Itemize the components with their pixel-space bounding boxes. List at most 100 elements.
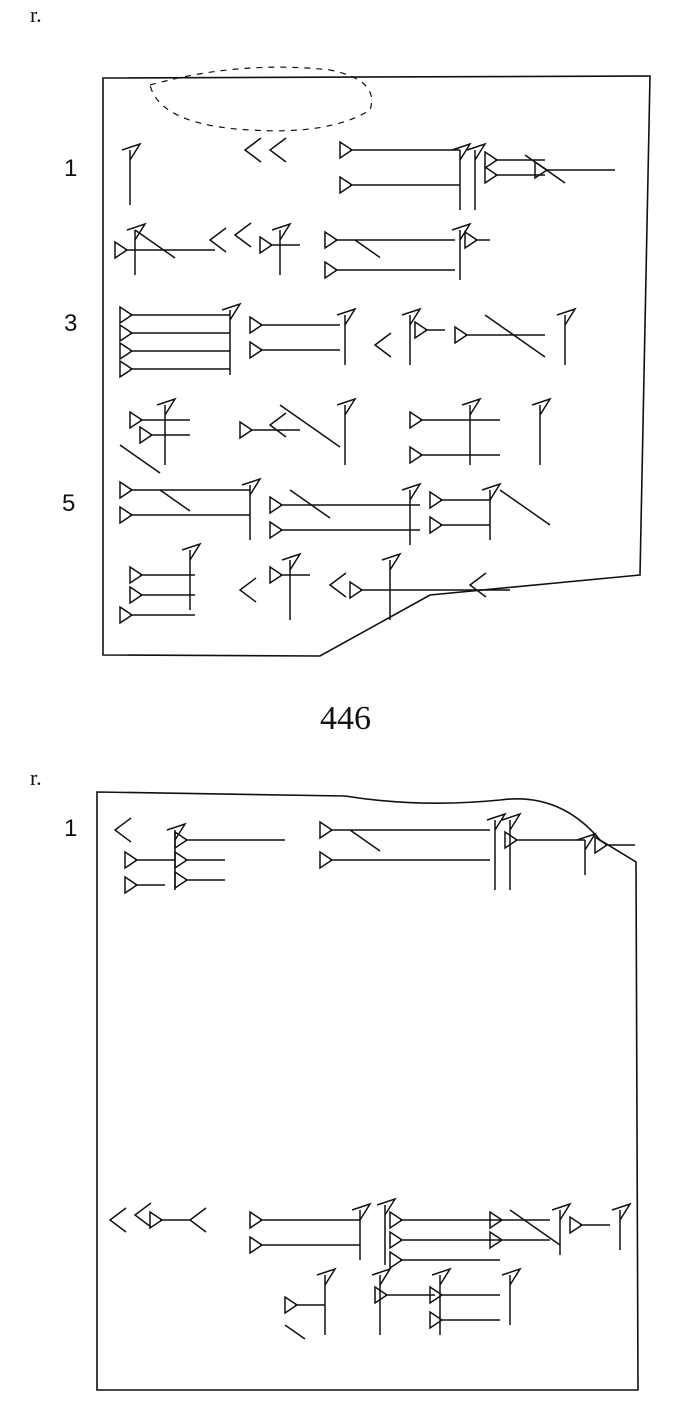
wedge [181, 542, 202, 610]
wedge [269, 565, 310, 585]
wedge [156, 397, 177, 465]
wedge [174, 830, 285, 850]
wedge [119, 341, 230, 361]
line-number: 1 [64, 155, 78, 182]
wedge [259, 235, 300, 255]
wedge [328, 572, 347, 598]
wedge [501, 1267, 522, 1325]
wedge [451, 222, 472, 280]
wedge [139, 425, 190, 445]
wedge [504, 830, 585, 850]
wedge [414, 320, 445, 340]
wedge [119, 305, 230, 325]
wedge [339, 175, 460, 195]
tablet-2-outline [96, 791, 639, 1391]
damaged-area [149, 66, 373, 132]
wedge [429, 1285, 500, 1305]
wedge [249, 1210, 360, 1230]
wedge [289, 489, 331, 519]
wedge [133, 1202, 152, 1228]
wedge [389, 1230, 500, 1250]
wedge [351, 1202, 372, 1260]
wedge [134, 229, 176, 259]
wedge [464, 230, 490, 250]
wedge [324, 260, 455, 280]
wedge [124, 875, 165, 895]
wedge [119, 359, 230, 379]
wedge [486, 812, 507, 890]
wedge [324, 230, 455, 250]
wedge [249, 1235, 360, 1255]
wedge [119, 444, 161, 474]
wedge [484, 314, 546, 358]
wedge [409, 445, 500, 465]
wedge [509, 1209, 561, 1246]
wedge [374, 1285, 435, 1305]
wedge [159, 489, 191, 512]
wedge [551, 1202, 572, 1255]
wedge [389, 1250, 500, 1270]
line-number: 3 [64, 310, 78, 337]
wedge [373, 332, 392, 358]
wedge [371, 1267, 392, 1335]
wedge [409, 410, 500, 430]
wedge [149, 1210, 190, 1230]
line-number: 1 [64, 815, 78, 842]
wedge [114, 240, 215, 260]
wedge [401, 307, 422, 365]
side-label-reverse: r. [30, 765, 42, 790]
wedge [534, 160, 615, 180]
text-number: 446 [320, 700, 371, 737]
wedge [113, 817, 132, 843]
wedge [349, 580, 510, 600]
wedge [119, 505, 250, 525]
wedge [481, 482, 502, 540]
wedge [241, 477, 262, 540]
wedge [284, 1324, 306, 1340]
wedge [269, 520, 420, 540]
wedge [124, 850, 175, 870]
wedge [556, 307, 577, 365]
wedge [484, 165, 545, 185]
wedge [461, 397, 482, 465]
wedge [594, 835, 635, 855]
wedge [243, 137, 262, 163]
wedge [129, 410, 190, 430]
wedge [121, 142, 142, 205]
wedge [129, 585, 195, 605]
wedge [336, 397, 357, 465]
wedge [484, 150, 545, 170]
wedge [119, 323, 230, 343]
wedge [233, 222, 252, 248]
wedge [284, 1295, 325, 1315]
wedge [268, 137, 287, 163]
wedge [576, 832, 597, 875]
wedge [316, 1267, 337, 1335]
wedge [126, 222, 147, 275]
wedge [174, 870, 225, 890]
wedge [354, 239, 381, 259]
wedge [451, 142, 472, 210]
wedge [611, 1202, 632, 1250]
wedge [376, 1197, 397, 1265]
wedge [569, 1215, 610, 1235]
wedge [336, 307, 357, 365]
wedge [466, 142, 487, 210]
line-number: 5 [62, 490, 76, 517]
wedge [281, 552, 302, 620]
wedge [349, 829, 381, 852]
wedge [249, 315, 340, 335]
wedge [174, 850, 225, 870]
wedge [499, 489, 551, 526]
wedge [431, 1267, 452, 1335]
wedge [319, 850, 490, 870]
wedge [401, 482, 422, 545]
wedge [119, 605, 195, 625]
wedge [239, 420, 300, 440]
wedge [389, 1210, 500, 1230]
wedge [119, 480, 250, 500]
wedge [279, 404, 341, 448]
wedge [249, 340, 340, 360]
wedge [429, 515, 490, 535]
